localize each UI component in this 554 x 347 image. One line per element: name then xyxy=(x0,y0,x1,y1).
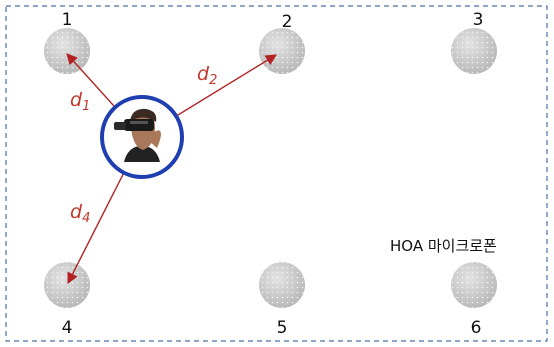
mic-label-5: 5 xyxy=(277,318,288,338)
mic-4 xyxy=(44,262,90,308)
mic-label-3: 3 xyxy=(473,10,484,30)
mic-label-1: 1 xyxy=(62,10,73,30)
mic-2 xyxy=(259,28,305,74)
distance-label-4: d4 xyxy=(70,201,90,226)
vr-headset-user-icon xyxy=(114,108,161,162)
mic-3 xyxy=(451,28,497,74)
mic-label-6: 6 xyxy=(471,318,482,338)
mic-1 xyxy=(44,28,90,74)
room-boundary xyxy=(5,5,548,342)
mic-5 xyxy=(259,262,305,308)
mic-6 xyxy=(451,262,497,308)
hoa-microphone-caption: HOA 마이크로폰 xyxy=(390,237,497,255)
distance-label-2: d2 xyxy=(197,63,217,88)
listener xyxy=(100,95,184,179)
mic-label-2: 2 xyxy=(282,12,293,32)
distance-label-1: d1 xyxy=(70,89,90,114)
mic-label-4: 4 xyxy=(62,318,73,338)
